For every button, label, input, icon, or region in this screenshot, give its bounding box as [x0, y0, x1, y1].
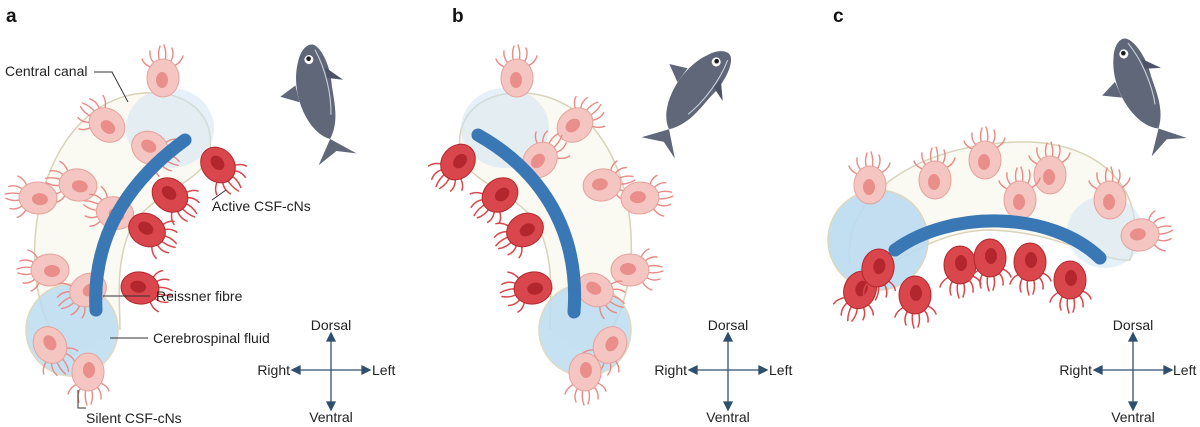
axis-dorsal-b: Dorsal [708, 317, 748, 333]
axis-left-b: Left [769, 362, 792, 378]
fish-icon [629, 29, 746, 166]
fish-icon [1082, 28, 1199, 165]
label-active-csf: Active CSF-cNs [212, 198, 311, 214]
axis-dorsal-a: Dorsal [311, 317, 351, 333]
panel-c: c Dors [827, 6, 1199, 425]
neuron [969, 238, 1012, 292]
axis-left-c: Left [1173, 362, 1196, 378]
axis-ventral-c: Ventral [1111, 409, 1155, 425]
leader-central-canal [94, 71, 129, 103]
axis-ventral-a: Ventral [309, 409, 353, 425]
active-neurons-c [829, 238, 1092, 329]
neuron [1049, 260, 1092, 314]
label-silent-csf: Silent CSF-cNs [86, 410, 182, 426]
panel-letter-c: c [833, 6, 844, 27]
panel-letter-a: a [6, 6, 17, 27]
axis-arrows-icon-a [290, 331, 372, 412]
axis-right-b: Right [654, 362, 687, 378]
reissner-fibre-b [471, 128, 582, 319]
panel-b: b Dorsal [420, 6, 792, 425]
axis-arrows-icon-b [687, 331, 769, 412]
axis-right-a: Right [257, 362, 290, 378]
reissner-fibre-a [89, 133, 192, 317]
reissner-fibre-c [888, 214, 1107, 265]
panel-letter-b: b [452, 6, 464, 27]
leader-silent [77, 390, 86, 409]
axis-dorsal-c: Dorsal [1113, 317, 1153, 333]
csf-top-region [461, 88, 549, 168]
fish-icon [266, 37, 369, 172]
leader-active [211, 189, 227, 201]
panel-a: a Central [2, 6, 395, 426]
axis-right-c: Right [1059, 362, 1092, 378]
neuron [1009, 242, 1052, 296]
axis-ventral-b: Ventral [706, 409, 750, 425]
label-central-canal: Central canal [5, 63, 88, 79]
label-cerebrospinal-fluid: Cerebrospinal fluid [153, 330, 270, 346]
axis-left-a: Left [372, 362, 395, 378]
axis-arrows-icon-c [1092, 331, 1174, 412]
label-reissner-fibre: Reissner fibre [156, 288, 243, 304]
